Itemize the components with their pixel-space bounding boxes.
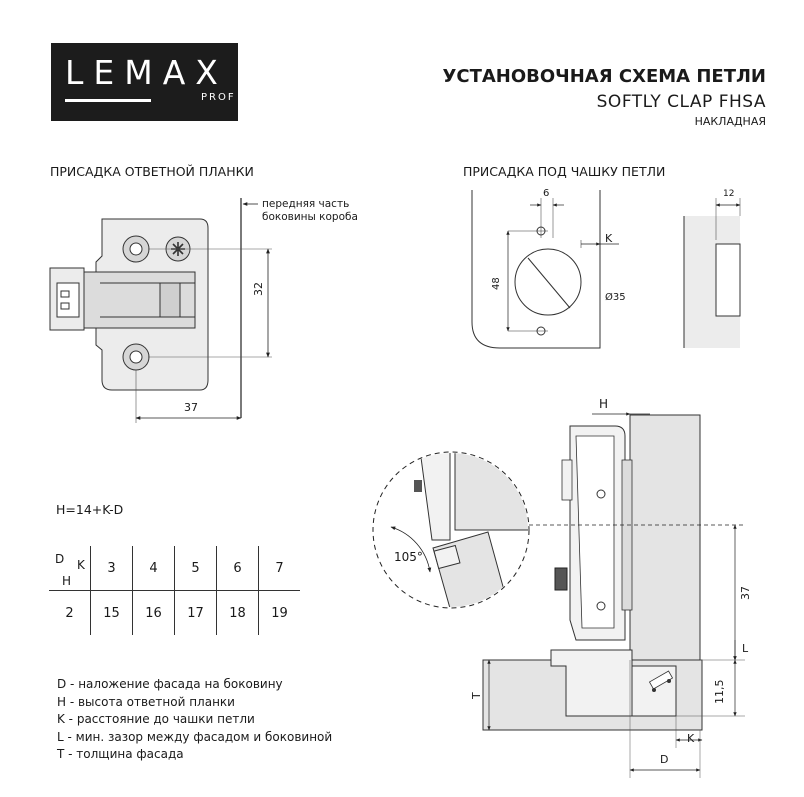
page-title: УСТАНОВОЧНАЯ СХЕМА ПЕТЛИ bbox=[442, 66, 767, 87]
dim-d-label: D bbox=[660, 753, 669, 766]
dim-32-label: 32 bbox=[252, 282, 265, 296]
angle-label: 105° bbox=[394, 550, 423, 564]
h-value-cell: 18 bbox=[216, 590, 259, 635]
brand-logo: LEMAX PROF bbox=[51, 43, 238, 121]
dim-k-cup-label: K bbox=[605, 232, 613, 245]
corner-d-label: D bbox=[55, 552, 65, 566]
corner-k-label: K bbox=[77, 558, 85, 572]
cup-drilling-drawing bbox=[471, 190, 601, 349]
table-header-row: D K H 3 4 5 6 7 bbox=[49, 546, 300, 591]
h-value-cell: 16 bbox=[132, 590, 175, 635]
opening-angle-detail bbox=[372, 451, 530, 609]
height-formula: H=14+K-D bbox=[56, 502, 124, 517]
legend-item: T - толщина фасада bbox=[57, 747, 184, 761]
k-value-cell: 6 bbox=[216, 546, 259, 591]
legend-item: K - расстояние до чашки петли bbox=[57, 712, 255, 726]
plate-height-table: D K H 3 4 5 6 7 2 15 16 17 18 19 bbox=[49, 546, 300, 635]
h-value-cell: 15 bbox=[90, 590, 133, 635]
dim-t-label: T bbox=[470, 692, 483, 699]
logo-brand-text: LEMAX bbox=[65, 53, 228, 92]
cup-section-title: ПРИСАДКА ПОД ЧАШКУ ПЕТЛИ bbox=[463, 164, 666, 179]
cup-section-drawing bbox=[683, 198, 741, 348]
legend-item: D - наложение фасада на боковину bbox=[57, 677, 283, 691]
logo-sub-text: PROF bbox=[201, 92, 236, 103]
h-value-cell: 17 bbox=[174, 590, 217, 635]
hinge-type: НАКЛАДНАЯ bbox=[694, 115, 766, 128]
corner-h-label: H bbox=[62, 574, 72, 588]
dim-37-plate-label: 37 bbox=[184, 401, 198, 414]
dim-37-install-label: 37 bbox=[739, 586, 752, 600]
legend: D - наложение фасада на боковину H - выс… bbox=[57, 676, 332, 764]
table-corner-cell: D K H bbox=[49, 546, 91, 591]
legend-item: L - мин. зазор между фасадом и боковиной bbox=[57, 729, 333, 744]
installation-drawing bbox=[482, 414, 745, 731]
k-value-cell: 7 bbox=[258, 546, 300, 591]
k-value-cell: 5 bbox=[174, 546, 217, 591]
logo-bar bbox=[65, 99, 151, 102]
legend-item: H - высота ответной планки bbox=[57, 694, 235, 709]
front-part-note: передняя часть боковины короба bbox=[262, 198, 358, 223]
model-name: SOFTLY CLAP FHSA bbox=[596, 92, 766, 112]
dim-l-label: L bbox=[742, 642, 749, 655]
plate-section-title: ПРИСАДКА ОТВЕТНОЙ ПЛАНКИ bbox=[50, 164, 254, 179]
dim-h-label: H bbox=[599, 397, 609, 411]
h-value-cell: 19 bbox=[258, 590, 300, 635]
d-value-cell: 2 bbox=[49, 590, 91, 635]
k-value-cell: 4 bbox=[132, 546, 175, 591]
dim-k-install-label: K bbox=[687, 732, 695, 745]
mounting-plate-drawing bbox=[49, 218, 209, 391]
dim-12-label: 12 bbox=[723, 189, 735, 199]
dim-diameter-label: Ø35 bbox=[605, 292, 626, 303]
dim-11-5-label: 11,5 bbox=[713, 679, 726, 705]
table-row: 2 15 16 17 18 19 bbox=[49, 590, 300, 635]
k-value-cell: 3 bbox=[90, 546, 133, 591]
dim-48-label: 48 bbox=[491, 277, 502, 290]
dim-6-label: 6 bbox=[543, 188, 550, 199]
